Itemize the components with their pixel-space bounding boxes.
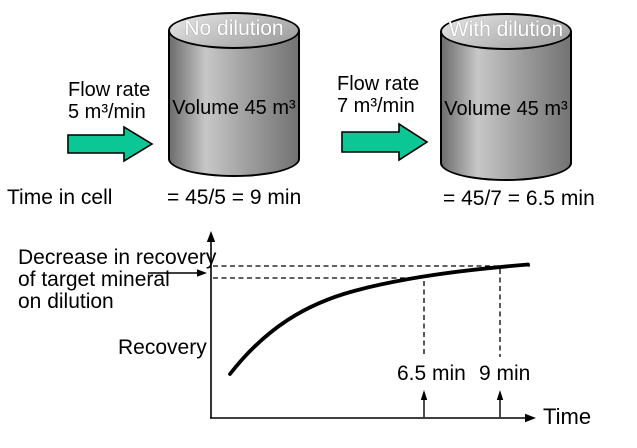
cylinder-with-dilution-title: With dilution xyxy=(448,18,564,41)
cylinder-no-dilution-body xyxy=(168,30,300,177)
cylinder-no-dilution-volume: Volume 45 m³ xyxy=(172,97,296,119)
residence-time-no-dilution: = 45/5 = 9 min xyxy=(167,186,302,209)
chart-annotation-line2: of target mineral xyxy=(18,268,170,291)
marker-label-6-5-min: 6.5 min xyxy=(397,362,466,385)
cylinder-with-dilution: With dilution Volume 45 m³ xyxy=(440,13,572,181)
flow-rate-right-line2: 7 m³/min xyxy=(337,95,415,117)
cylinder-with-dilution-volume: Volume 45 m³ xyxy=(444,98,568,120)
y-axis-label: Recovery xyxy=(118,336,207,359)
cylinder-with-dilution-body xyxy=(440,31,572,181)
chart-annotation: Decrease in recovery of target mineral o… xyxy=(18,247,216,313)
time-in-cell-label: Time in cell xyxy=(7,186,113,209)
cylinder-no-dilution-top-ellipse xyxy=(168,12,300,49)
cylinder-no-dilution: No dilution Volume 45 m³ xyxy=(168,12,300,177)
flow-rate-left-line2: 5 m³/min xyxy=(68,101,146,123)
flow-rate-right-line1: Flow rate xyxy=(337,73,420,95)
flow-rate-right: Flow rate 7 m³/min xyxy=(337,73,419,117)
annotation-arrowhead-icon xyxy=(197,269,207,277)
flow-arrow-left xyxy=(67,125,154,163)
y-axis-arrowhead-icon xyxy=(206,231,216,242)
chart-annotation-line3: on dilution xyxy=(18,290,114,313)
x-axis-label: Time xyxy=(543,404,592,429)
flow-arrow-right xyxy=(341,122,429,162)
marker-label-9-min: 9 min xyxy=(479,362,531,385)
x-axis-arrowhead-icon xyxy=(525,413,536,423)
residence-time-with-dilution: = 45/7 = 6.5 min xyxy=(443,187,595,210)
marker-arrow-9min-head-icon xyxy=(496,390,504,400)
recovery-curve xyxy=(228,262,530,376)
chart-annotation-line1: Decrease in recovery xyxy=(18,246,217,269)
marker-arrow-6-5min-head-icon xyxy=(420,390,428,400)
cylinder-with-dilution-top-ellipse xyxy=(440,13,572,50)
flow-rate-left-line1: Flow rate xyxy=(68,79,151,101)
cylinder-no-dilution-title: No dilution xyxy=(184,17,284,40)
flow-rate-left: Flow rate 5 m³/min xyxy=(68,79,150,123)
